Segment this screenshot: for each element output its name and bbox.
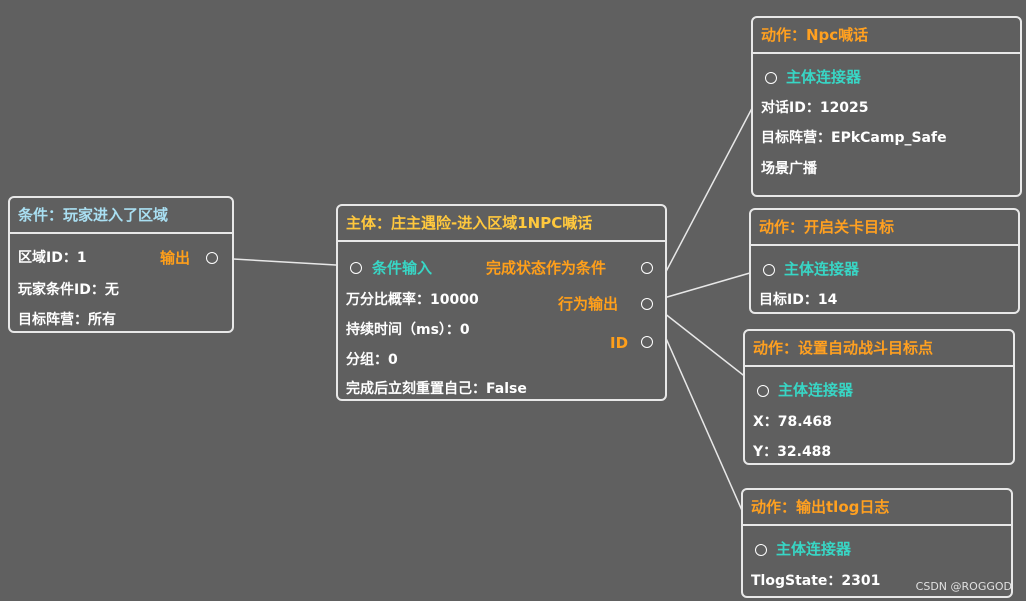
- action-npc-shout-target-camp: 目标阵营：EPkCamp_Safe: [761, 130, 947, 146]
- action-npc-shout-connector-label: 主体连接器: [786, 68, 862, 86]
- action-level-goal-title: 动作：开启关卡目标: [751, 210, 1018, 246]
- action-node-npc-shout[interactable]: 动作：Npc喊话 主体连接器 对话ID：12025 目标阵营：EPkCamp_S…: [751, 16, 1022, 197]
- watermark: CSDN @ROGGOD: [915, 580, 1012, 593]
- condition-output-port[interactable]: [206, 252, 218, 264]
- action-auto-battle-connector-port[interactable]: [757, 385, 769, 397]
- action-level-goal-connector-port[interactable]: [763, 264, 775, 276]
- action-tlog-title: 动作：输出tlog日志: [743, 490, 1011, 526]
- main-id-label: ID: [610, 334, 629, 352]
- main-field-duration: 持续时间（ms）：0: [346, 322, 470, 338]
- main-complete-output-label: 完成状态作为条件: [486, 259, 607, 277]
- action-level-goal-connector-label: 主体连接器: [784, 260, 860, 278]
- condition-node[interactable]: 条件：玩家进入了区域 区域ID：1 玩家条件ID：无 目标阵营：所有 输出: [8, 196, 234, 333]
- main-input-port[interactable]: [350, 262, 362, 274]
- wire-condition-to-main: [215, 257, 354, 267]
- action-tlog-connector-port[interactable]: [755, 544, 767, 556]
- action-tlog-state: TlogState：2301: [751, 573, 881, 589]
- main-complete-output-port[interactable]: [641, 262, 653, 274]
- action-npc-shout-broadcast: 场景广播: [761, 161, 817, 177]
- main-node-title: 主体：庄主遇险-进入区域1NPC喊话: [338, 206, 665, 242]
- condition-field-region-id: 区域ID：1: [18, 250, 87, 266]
- action-node-tlog[interactable]: 动作：输出tlog日志 主体连接器 TlogState：2301: [741, 488, 1013, 598]
- main-node[interactable]: 主体：庄主遇险-进入区域1NPC喊话 条件输入 完成状态作为条件 万分比概率：1…: [336, 204, 667, 401]
- action-auto-battle-y: Y：32.488: [753, 444, 832, 460]
- action-npc-shout-title: 动作：Npc喊话: [753, 18, 1020, 54]
- main-field-group: 分组：0: [346, 352, 398, 368]
- condition-field-target-camp: 目标阵营：所有: [18, 312, 116, 328]
- action-tlog-connector-label: 主体连接器: [776, 540, 852, 558]
- action-auto-battle-title: 动作：设置自动战斗目标点: [745, 331, 1013, 367]
- action-level-goal-target-id: 目标ID：14: [759, 292, 838, 308]
- action-npc-shout-connector-port[interactable]: [765, 72, 777, 84]
- action-node-auto-battle[interactable]: 动作：设置自动战斗目标点 主体连接器 X：78.468 Y：32.488: [743, 329, 1015, 465]
- main-action-output-port[interactable]: [641, 298, 653, 310]
- action-npc-shout-dialog-id: 对话ID：12025: [761, 100, 869, 116]
- condition-field-player-condition: 玩家条件ID：无: [18, 282, 119, 298]
- condition-output-label: 输出: [160, 249, 191, 267]
- main-field-probability: 万分比概率：10000: [346, 292, 479, 308]
- condition-node-title: 条件：玩家进入了区域: [10, 198, 232, 234]
- action-node-level-goal[interactable]: 动作：开启关卡目标 主体连接器 目标ID：14: [749, 208, 1020, 314]
- main-field-reset-self: 完成后立刻重置自己：False: [346, 381, 527, 397]
- action-auto-battle-x: X：78.468: [753, 414, 832, 430]
- action-auto-battle-connector-label: 主体连接器: [778, 381, 854, 399]
- main-action-output-label: 行为输出: [558, 295, 619, 313]
- main-input-label: 条件输入: [372, 259, 433, 277]
- main-id-port[interactable]: [641, 336, 653, 348]
